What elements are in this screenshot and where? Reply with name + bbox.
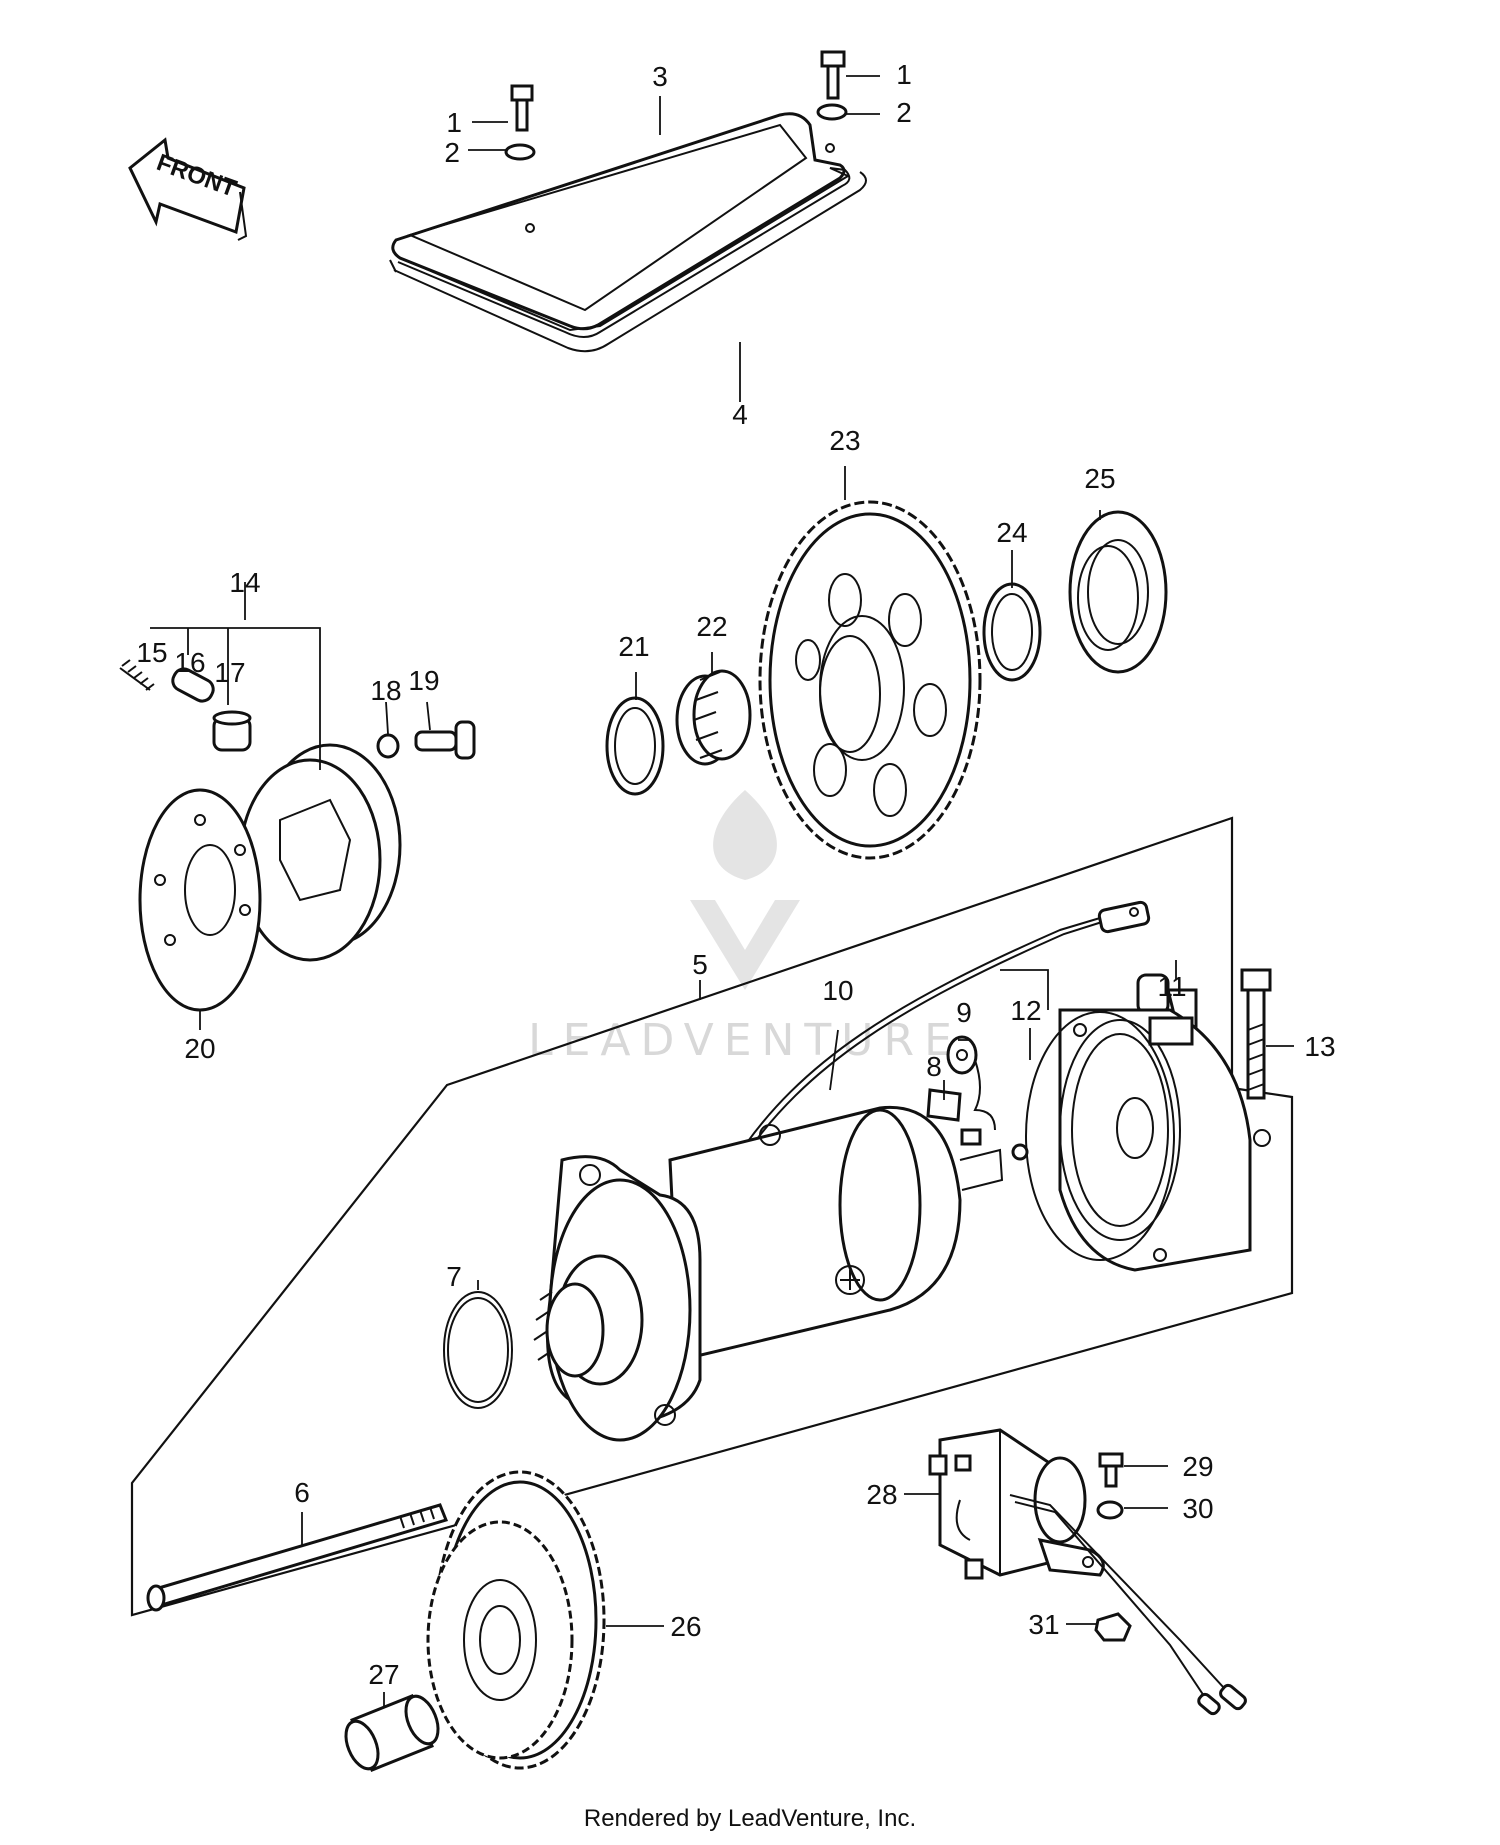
callout-16: 16	[174, 647, 205, 678]
leader-lines	[150, 75, 1294, 1706]
brush-holder	[946, 1035, 996, 1131]
callout-23: 23	[829, 425, 860, 456]
callout-1-right: 1	[896, 59, 912, 90]
callout-1-left: 1	[446, 107, 462, 138]
callout-2-right: 2	[896, 97, 912, 128]
thrust-washer	[605, 696, 665, 796]
callout-2-left: 2	[444, 137, 460, 168]
long-bolt	[146, 1503, 449, 1612]
clutch-washer	[376, 733, 400, 759]
callout-20: 20	[184, 1033, 215, 1064]
callout-11: 11	[1157, 971, 1186, 1002]
callout-14: 14	[229, 567, 260, 598]
callout-labels: 1 1 2 2 3 4 5 6 7 8 9 10 11 12 13 14 15 …	[136, 59, 1335, 1690]
callout-18: 18	[370, 675, 401, 706]
callout-22: 22	[696, 611, 727, 642]
carbon-brush	[926, 1088, 982, 1146]
idler-gear	[426, 1470, 606, 1770]
callout-10: 10	[822, 975, 853, 1006]
callout-21: 21	[618, 631, 649, 662]
cover-bolt-right	[820, 50, 846, 100]
callout-19: 19	[408, 665, 439, 696]
clutch-plate	[138, 788, 262, 1012]
callout-25: 25	[1084, 463, 1115, 494]
footer-credit: Rendered by LeadVenture, Inc.	[584, 1805, 916, 1832]
oil-seal	[1068, 510, 1168, 674]
starter-cable	[734, 900, 1151, 1164]
starter-motor-group-outline	[130, 816, 1294, 1617]
callout-3: 3	[652, 61, 668, 92]
callout-4: 4	[732, 399, 748, 430]
relay-wire-harness	[1009, 1494, 1247, 1716]
cover-washer-left	[504, 143, 536, 161]
roller	[212, 710, 252, 752]
callout-26: 26	[670, 1611, 701, 1642]
starter-motor	[533, 1105, 1004, 1442]
callout-29: 29	[1182, 1451, 1213, 1482]
callout-5: 5	[692, 949, 708, 980]
v-logo-icon	[690, 900, 800, 990]
o-ring-large	[1025, 1011, 1175, 1261]
relay-washer	[1096, 1500, 1124, 1520]
through-bolt	[1240, 968, 1272, 1100]
relay-nut	[1094, 1612, 1132, 1642]
starter-cover	[391, 112, 846, 331]
callout-28: 28	[866, 1479, 897, 1510]
callout-31: 31	[1028, 1609, 1059, 1640]
callout-7: 7	[446, 1261, 462, 1292]
front-arrow-icon: FRONT	[128, 137, 248, 241]
watermark-text: LEADVENTURE	[528, 1015, 962, 1066]
callout-27: 27	[368, 1659, 399, 1690]
relay-bolt	[1098, 1452, 1124, 1488]
clutch-pin	[171, 667, 215, 703]
callout-13: 13	[1304, 1031, 1335, 1062]
idler-shaft	[344, 1694, 440, 1772]
starter-relay	[928, 1428, 1105, 1580]
callout-6: 6	[294, 1477, 310, 1508]
spring-part	[119, 659, 155, 691]
callout-8: 8	[926, 1051, 942, 1082]
small-screw	[1011, 1143, 1029, 1161]
starter-end-cover	[1058, 1008, 1271, 1272]
cover-gasket	[389, 167, 867, 353]
callout-30: 30	[1182, 1493, 1213, 1524]
watermark: LEADVENTURE	[528, 790, 962, 1066]
callout-17: 17	[214, 657, 245, 688]
callout-24: 24	[996, 517, 1027, 548]
flame-logo-icon	[713, 790, 777, 880]
callout-12: 12	[1010, 995, 1041, 1026]
callout-15: 15	[136, 637, 167, 668]
starter-driven-gear	[758, 500, 982, 860]
needle-bearing	[675, 669, 752, 766]
clutch-body	[238, 743, 402, 962]
o-ring-small	[443, 1291, 513, 1409]
callout-9: 9	[956, 997, 972, 1028]
cover-bolt-left	[510, 84, 534, 132]
cover-washer-right	[816, 103, 848, 121]
clutch-bolt	[414, 720, 476, 760]
